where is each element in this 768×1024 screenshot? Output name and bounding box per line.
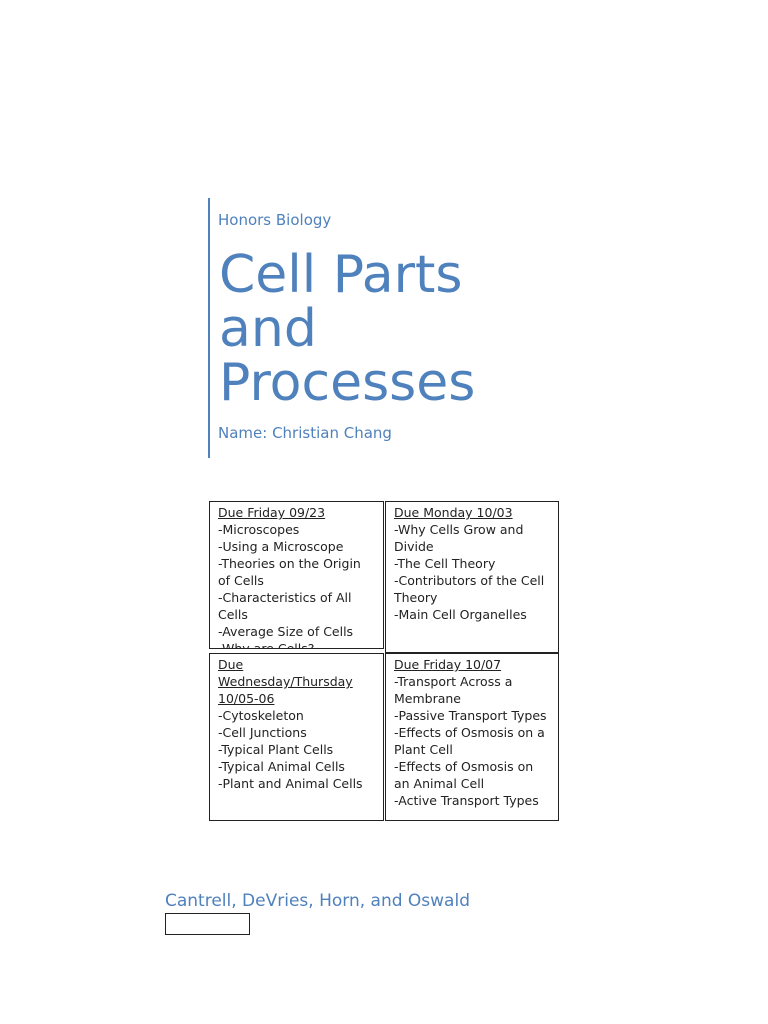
student-name: Name: Christian Chang bbox=[218, 424, 392, 442]
list-item: -Characteristics of All Cells bbox=[218, 590, 352, 622]
list-item: -Main Cell Organelles bbox=[394, 607, 527, 622]
schedule-box-wednesday-thursday: Due Wednesday/Thursday 10/05-06 -Cytoske… bbox=[209, 653, 384, 821]
topic-list: -Why Cells Grow and Divide -The Cell The… bbox=[394, 521, 550, 623]
empty-text-box bbox=[165, 913, 250, 935]
topic-list: -Microscopes -Using a Microscope -Theori… bbox=[218, 521, 375, 649]
list-item: -The Cell Theory bbox=[394, 556, 496, 571]
list-item: -Typical Plant Cells bbox=[218, 742, 334, 757]
list-item: -Effects of Osmosis on a Plant Cell bbox=[394, 725, 545, 757]
list-item: -Active Transport Types bbox=[394, 793, 539, 808]
list-item: -Effects of Osmosis on an Animal Cell bbox=[394, 759, 534, 791]
list-item: -Theories on the Origin of Cells bbox=[218, 556, 361, 588]
list-item: -Transport Across a Membrane bbox=[394, 674, 513, 706]
list-item: -Contributors of the Cell Theory bbox=[394, 573, 545, 605]
list-item: -Why are Cells? bbox=[218, 641, 315, 649]
due-date: Due Wednesday/Thursday 10/05-06 bbox=[218, 657, 353, 706]
topic-list: -Transport Across a Membrane -Passive Tr… bbox=[394, 673, 550, 809]
due-date: Due Monday 10/03 bbox=[394, 505, 513, 520]
list-item: -Plant and Animal Cells bbox=[218, 776, 363, 791]
list-item: -Using a Microscope bbox=[218, 539, 344, 554]
list-item: -Average Size of Cells bbox=[218, 624, 354, 639]
list-item: -Cell Junctions bbox=[218, 725, 307, 740]
course-name: Honors Biology bbox=[218, 211, 332, 229]
topic-list: -Cytoskeleton -Cell Junctions -Typical P… bbox=[218, 707, 375, 792]
title-line: Processes bbox=[219, 353, 476, 413]
list-item: -Microscopes bbox=[218, 522, 300, 537]
due-date: Due Friday 09/23 bbox=[218, 505, 326, 520]
schedule-box-friday-0923: Due Friday 09/23 -Microscopes -Using a M… bbox=[209, 501, 384, 649]
list-item: -Passive Transport Types bbox=[394, 708, 547, 723]
schedule-box-friday-1007: Due Friday 10/07 -Transport Across a Mem… bbox=[385, 653, 559, 821]
authors: Cantrell, DeVries, Horn, and Oswald bbox=[165, 891, 470, 911]
title-block: Honors Biology Cell Parts and Processes … bbox=[208, 198, 550, 458]
list-item: -Typical Animal Cells bbox=[218, 759, 345, 774]
document-title: Cell Parts and Processes bbox=[219, 248, 475, 410]
title-line: and bbox=[219, 299, 317, 359]
list-item: -Cytoskeleton bbox=[218, 708, 304, 723]
title-line: Cell Parts bbox=[219, 245, 463, 305]
list-item: -Why Cells Grow and Divide bbox=[394, 522, 524, 554]
schedule-box-monday-1003: Due Monday 10/03 -Why Cells Grow and Div… bbox=[385, 501, 559, 653]
due-date: Due Friday 10/07 bbox=[394, 657, 502, 672]
